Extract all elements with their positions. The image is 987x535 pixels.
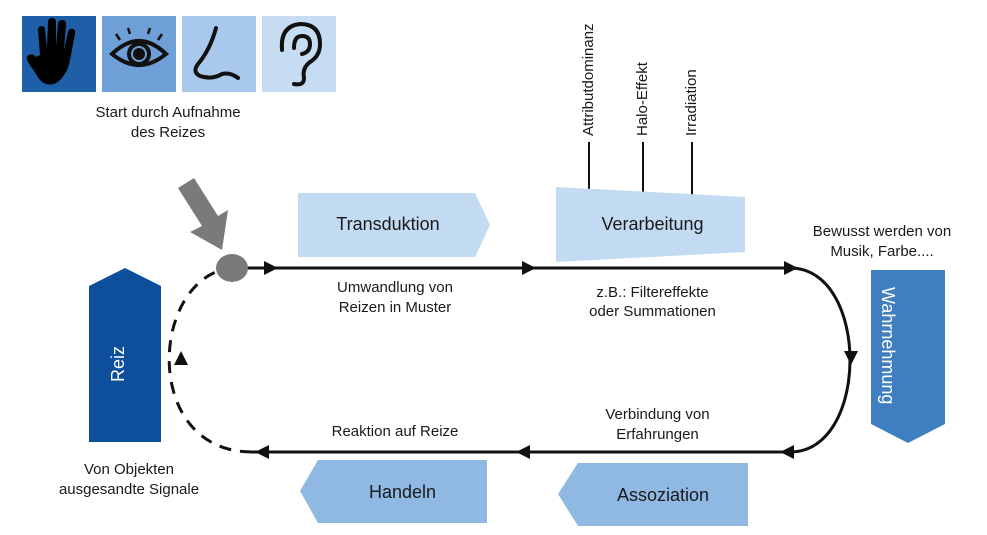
objekte-line2: ausgesandte Signale (58, 481, 200, 498)
hand-icon (26, 18, 76, 85)
umwandlung-line1: Umwandlung von (337, 279, 453, 296)
start-dot (216, 254, 248, 282)
zb-line1: z.B.: Filtereffekte (596, 284, 709, 301)
reiz-box (89, 268, 161, 442)
transduktion-box (298, 193, 490, 257)
objekte-line1: Von Objekten (83, 461, 175, 478)
ear-tile (262, 16, 336, 92)
zb-line2: oder Summationen (589, 303, 716, 320)
wahrnehmung-label: Wahrnehmung (878, 287, 898, 405)
arrow-bottom-3 (255, 445, 269, 459)
arrow-top-3 (784, 261, 798, 275)
bewusst-line1: Bewusst werden von (812, 223, 952, 240)
umwandlung-line2: Reizen in Muster (338, 299, 452, 316)
verarbeitung-label: Verarbeitung (601, 214, 704, 234)
verbindung-line1: Verbindung von (605, 406, 710, 423)
arrow-bottom-2 (516, 445, 530, 459)
handeln-box (300, 460, 487, 523)
handeln-label: Handeln (368, 482, 437, 502)
reaktion-label: Reaktion auf Reize (331, 423, 459, 440)
assoziation-label: Assoziation (616, 485, 710, 505)
reiz-label: Reiz (108, 345, 128, 382)
ear-icon (279, 21, 323, 87)
verbindung-line2: Erfahrungen (616, 426, 699, 443)
verarbeitung-box (556, 187, 745, 262)
arrow-top-1 (264, 261, 278, 275)
nose-icon (193, 26, 240, 80)
cycle-arrows (174, 261, 858, 459)
assoziation-box (558, 463, 748, 526)
start-arrow (178, 178, 228, 250)
start-caption-line1: Start durch Aufnahme (95, 104, 241, 121)
arrow-right (844, 351, 858, 365)
wahrnehmung-box (871, 270, 945, 443)
transduktion-label: Transduktion (336, 214, 440, 234)
effect-attributdominanz: Attributdominanz (580, 23, 597, 136)
eye-icon (108, 27, 170, 67)
effect-irradiation: Irradiation (683, 69, 700, 136)
cycle-path (167, 266, 852, 454)
sense-icons (22, 16, 336, 92)
arrow-left (174, 351, 188, 365)
start-caption-line2: des Reizes (130, 124, 206, 141)
nose-tile (182, 16, 256, 92)
arrow-top-2 (522, 261, 536, 275)
bewusst-line2: Musik, Farbe.... (830, 243, 934, 260)
effect-halo: Halo-Effekt (634, 62, 651, 136)
arrow-bottom-1 (780, 445, 794, 459)
